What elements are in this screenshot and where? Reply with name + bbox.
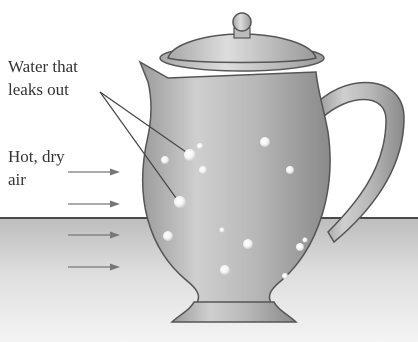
water-droplet [163,231,173,241]
water-droplet [220,265,230,275]
right-arrow-icon [68,169,120,176]
water-label-line1: Water that [8,56,78,78]
air-label-line1: Hot, dry [8,146,65,168]
water-droplet [184,149,196,161]
water-droplet [286,166,294,174]
water-droplet [220,228,225,233]
water-droplet [260,137,270,147]
pitcher-lid-knob [233,13,251,31]
water-droplet [199,166,207,174]
water-droplet [296,243,304,251]
water-droplet [197,143,203,149]
air-label-line2: air [8,169,26,191]
water-label-line2: leaks out [8,79,69,101]
water-droplet [174,196,186,208]
water-droplet [161,156,169,164]
water-droplet [243,239,253,249]
right-arrow-icon [68,201,120,208]
water-droplet [282,273,288,279]
water-droplet [303,238,308,243]
